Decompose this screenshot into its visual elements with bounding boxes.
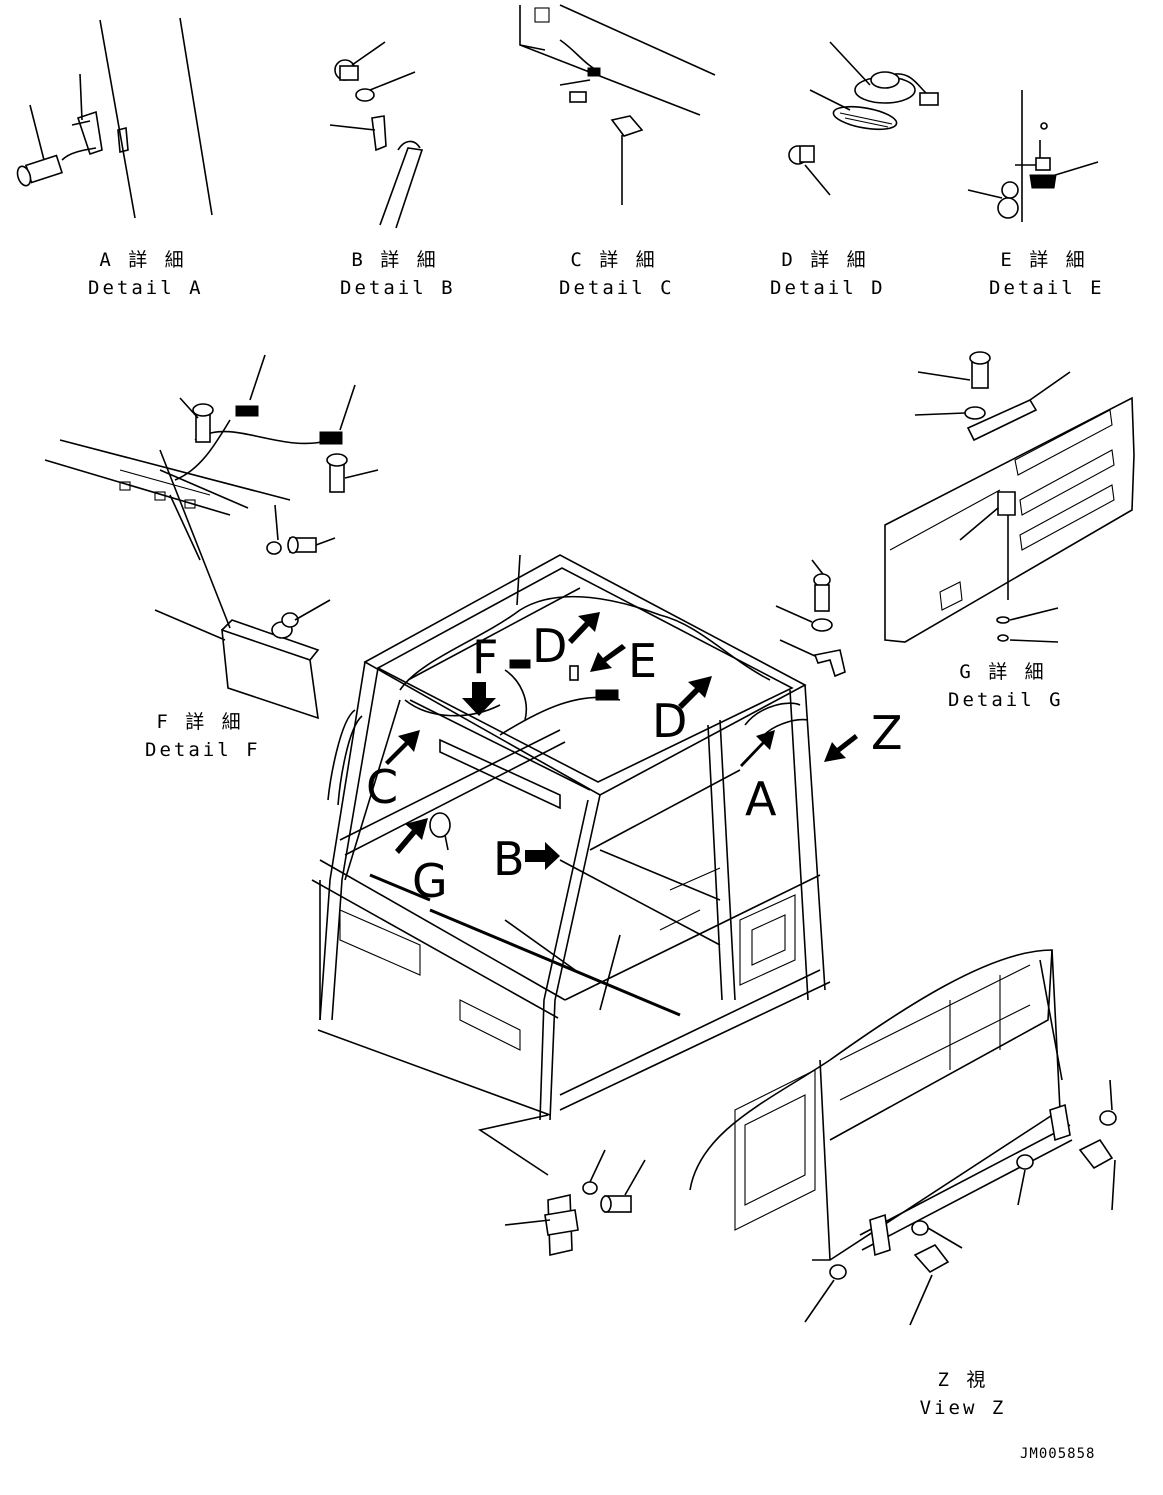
arrow-e — [590, 644, 626, 672]
detail-e-caption: E 詳 細 Detail E — [989, 246, 1105, 302]
detail-a-caption: A 詳 細 Detail A — [88, 246, 204, 302]
marker-d2: D — [652, 694, 688, 748]
arrow-g — [395, 818, 428, 854]
detail-b-illustration — [329, 41, 424, 229]
marker-f: F — [472, 630, 499, 684]
arrow-b — [525, 842, 560, 870]
detail-g-en: Detail G — [948, 689, 1064, 711]
marker-a: A — [745, 772, 777, 826]
detail-f-jp: F 詳 細 — [156, 711, 244, 733]
arrow-z — [824, 734, 858, 762]
detail-d-caption: D 詳 細 Detail D — [770, 246, 886, 302]
detail-f-caption: F 詳 細 Detail F — [145, 708, 261, 764]
arrow-c — [385, 730, 420, 765]
view-z-en: View Z — [919, 1397, 1007, 1419]
arrow-d2 — [678, 676, 712, 709]
detail-d-jp: D 詳 細 — [781, 249, 869, 271]
detail-a-illustration — [16, 17, 213, 219]
detail-b-jp: B 詳 細 — [351, 249, 439, 271]
detail-e-illustration — [967, 90, 1099, 222]
marker-c: C — [366, 760, 399, 814]
marker-b: B — [493, 832, 525, 886]
view-arrows — [385, 612, 858, 870]
marker-e: E — [628, 634, 658, 688]
detail-f-en: Detail F — [145, 739, 261, 761]
detail-a-en: Detail A — [88, 277, 204, 299]
view-z-caption: Z 視 View Z — [908, 1366, 1018, 1422]
cab-frame — [311, 554, 846, 1256]
view-z-illustration — [689, 949, 1117, 1326]
detail-d-illustration — [788, 41, 939, 196]
arrow-a — [740, 730, 775, 767]
arrow-f — [462, 682, 496, 716]
detail-a-jp: A 詳 細 — [99, 249, 187, 271]
detail-c-jp: C 詳 細 — [570, 249, 658, 271]
marker-g: G — [412, 854, 448, 908]
detail-b-caption: B 詳 細 Detail B — [340, 246, 456, 302]
detail-f-illustration — [44, 354, 379, 720]
detail-d-en: Detail D — [770, 277, 886, 299]
detail-c-en: Detail C — [559, 277, 675, 299]
marker-z: Z — [871, 706, 903, 760]
detail-g-jp: G 詳 細 — [959, 661, 1047, 683]
view-z-jp: Z 視 — [937, 1369, 989, 1391]
detail-b-en: Detail B — [340, 277, 456, 299]
detail-c-caption: C 詳 細 Detail C — [559, 246, 675, 302]
drawing-code: JM005858 — [1020, 1446, 1096, 1462]
detail-e-en: Detail E — [989, 277, 1105, 299]
detail-g-caption: G 詳 細 Detail G — [948, 658, 1064, 714]
detail-g-illustration — [884, 351, 1135, 643]
marker-d1: D — [532, 619, 568, 673]
detail-c-illustration — [519, 4, 716, 205]
detail-e-jp: E 詳 細 — [1000, 249, 1088, 271]
arrow-d1 — [568, 612, 600, 644]
